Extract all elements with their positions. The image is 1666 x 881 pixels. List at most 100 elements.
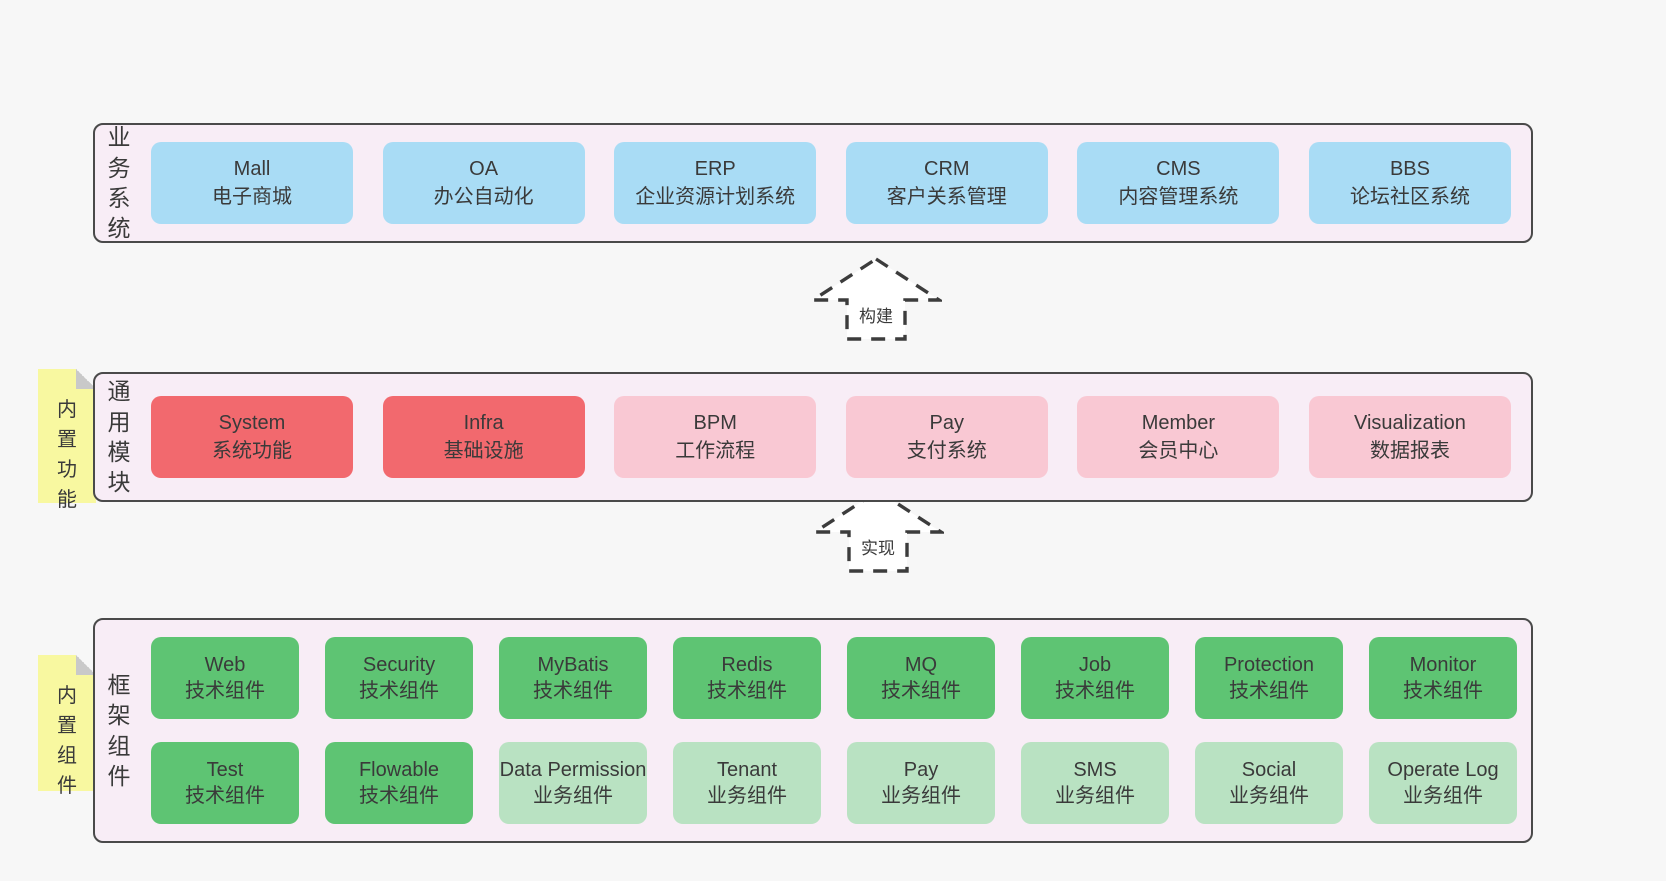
component-box-protection: Protection 技术组件 [1195,637,1343,719]
box-subtitle: 系统功能 [212,440,292,462]
component-box-mybatis: MyBatis 技术组件 [499,637,647,719]
box-subtitle: 技术组件 [707,680,787,702]
box-title: Social [1241,759,1297,781]
box-title: System [218,411,286,434]
module-box-member: Member 会员中心 [1077,396,1280,478]
box-subtitle: 电子商城 [212,186,292,208]
common-modules-label: 通用模块 [95,374,143,500]
box-title: Tenant [716,759,778,781]
business-systems-label-text: 业务系统 [107,124,131,242]
component-box-data-permission: Data Permission 业务组件 [499,742,647,824]
module-box-pay: Pay 支付系统 [845,396,1048,478]
box-title: SMS [1073,759,1117,781]
box-title: Web [204,654,246,676]
box-title: Mall [233,157,271,180]
box-subtitle: 论坛社区系统 [1349,186,1470,208]
box-subtitle: 数据报表 [1369,440,1450,462]
box-subtitle: 技术组件 [1403,680,1483,702]
implement-arrow-label: 实现 [859,534,897,559]
box-title: Operate Log [1387,759,1499,781]
component-box-social: Social 业务组件 [1195,742,1343,824]
built-in-functions-note-text: 内置功能 [57,399,77,511]
built-in-components-note: 内置组件 [38,655,96,797]
box-title: Redis [721,654,773,676]
box-title: MQ [904,654,938,676]
box-title: Monitor [1409,654,1477,676]
common-modules-layer: 通用模块 System 系统功能 Infra 基础设施 BPM 工作流程 Pay… [93,372,1533,502]
box-title: Security [362,654,436,676]
box-subtitle: 内容管理系统 [1118,186,1239,208]
module-box-system: System 系统功能 [151,396,353,478]
box-title: Pay [929,411,965,434]
box-subtitle: 业务组件 [533,785,613,807]
box-title: BPM [693,411,737,434]
box-subtitle: 技术组件 [185,680,265,702]
box-subtitle: 业务组件 [1229,785,1309,807]
box-title: Pay [903,759,939,781]
box-subtitle: 技术组件 [1055,680,1135,702]
system-box-bbs: BBS 论坛社区系统 [1308,142,1511,224]
framework-components-label-text: 框架组件 [107,671,131,789]
box-subtitle: 客户关系管理 [886,186,1007,208]
business-systems-boxes: Mall 电子商城 OA 办公自动化 ERP 企业资源计划系统 CRM 客户关系… [143,125,1531,241]
system-box-cms: CMS 内容管理系统 [1077,142,1280,224]
component-box-security: Security 技术组件 [325,637,473,719]
built-in-components-note-text: 内置组件 [57,685,77,797]
box-title: Protection [1223,654,1315,676]
box-title: CMS [1156,157,1201,180]
module-box-visualization: Visualization 数据报表 [1308,396,1511,478]
component-box-web: Web 技术组件 [151,637,299,719]
box-subtitle: 业务组件 [1403,785,1483,807]
system-box-mall: Mall 电子商城 [151,142,353,224]
box-subtitle: 支付系统 [906,440,987,462]
box-title: Job [1078,654,1112,676]
business-systems-layer: 业务系统 Mall 电子商城 OA 办公自动化 ERP 企业资源计划系统 CRM… [93,123,1533,243]
system-box-crm: CRM 客户关系管理 [845,142,1048,224]
component-box-test: Test 技术组件 [151,742,299,824]
box-title: Infra [463,411,504,434]
common-modules-label-text: 通用模块 [107,378,131,496]
box-title: OA [469,157,499,180]
implement-arrow: 实现 [812,488,944,574]
box-title: ERP [694,157,736,180]
component-box-tenant: Tenant 业务组件 [673,742,821,824]
system-box-oa: OA 办公自动化 [382,142,585,224]
business-systems-label: 业务系统 [95,124,143,242]
box-subtitle: 业务组件 [881,785,961,807]
box-subtitle: 技术组件 [1229,680,1309,702]
component-box-pay: Pay 业务组件 [847,742,995,824]
framework-components-boxes: Web 技术组件 Security 技术组件 MyBatis 技术组件 Redi… [143,620,1537,841]
box-title: CRM [924,157,970,180]
box-title: MyBatis [537,654,609,676]
box-subtitle: 企业资源计划系统 [635,186,796,208]
component-box-mq: MQ 技术组件 [847,637,995,719]
component-box-flowable: Flowable 技术组件 [325,742,473,824]
up-arrow-icon [810,256,942,341]
box-title: Test [206,759,244,781]
system-box-erp: ERP 企业资源计划系统 [614,142,817,224]
component-box-sms: SMS 业务组件 [1021,742,1169,824]
up-arrow-icon [812,488,944,573]
box-title: Visualization [1354,411,1466,434]
box-subtitle: 技术组件 [359,785,439,807]
module-box-infra: Infra 基础设施 [382,396,585,478]
box-subtitle: 技术组件 [533,680,613,702]
common-modules-boxes: System 系统功能 Infra 基础设施 BPM 工作流程 Pay 支付系统… [143,374,1531,500]
component-box-monitor: Monitor 技术组件 [1369,637,1517,719]
build-arrow-label: 构建 [857,302,895,327]
built-in-functions-note: 内置功能 [38,369,96,511]
box-subtitle: 业务组件 [707,785,787,807]
box-subtitle: 技术组件 [881,680,961,702]
module-box-bpm: BPM 工作流程 [614,396,817,478]
box-subtitle: 基础设施 [443,440,524,462]
box-subtitle: 技术组件 [185,785,265,807]
box-subtitle: 工作流程 [675,440,756,462]
box-title: Flowable [358,759,440,781]
framework-components-label: 框架组件 [95,620,143,841]
box-subtitle: 业务组件 [1055,785,1135,807]
box-title: Data Permission [499,759,647,781]
component-box-redis: Redis 技术组件 [673,637,821,719]
component-box-job: Job 技术组件 [1021,637,1169,719]
box-title: Member [1141,411,1216,434]
box-subtitle: 办公自动化 [433,186,534,208]
